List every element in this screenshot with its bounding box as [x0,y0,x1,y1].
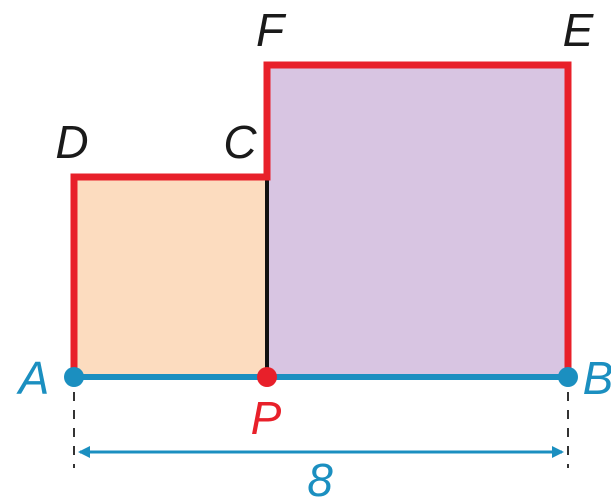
point-p [257,367,277,387]
label-e: E [563,4,595,56]
large-square-fill [267,65,568,377]
point-a [64,367,84,387]
point-b [558,367,578,387]
label-f: F [256,4,287,56]
label-d: D [55,116,88,168]
label-c: C [223,116,257,168]
label-p: P [251,392,282,444]
label-a: A [16,352,50,404]
outline-path-adcfeb [70,61,572,377]
small-square-fill [74,177,267,377]
measurement-label: 8 [307,454,333,502]
label-b: B [583,352,611,404]
